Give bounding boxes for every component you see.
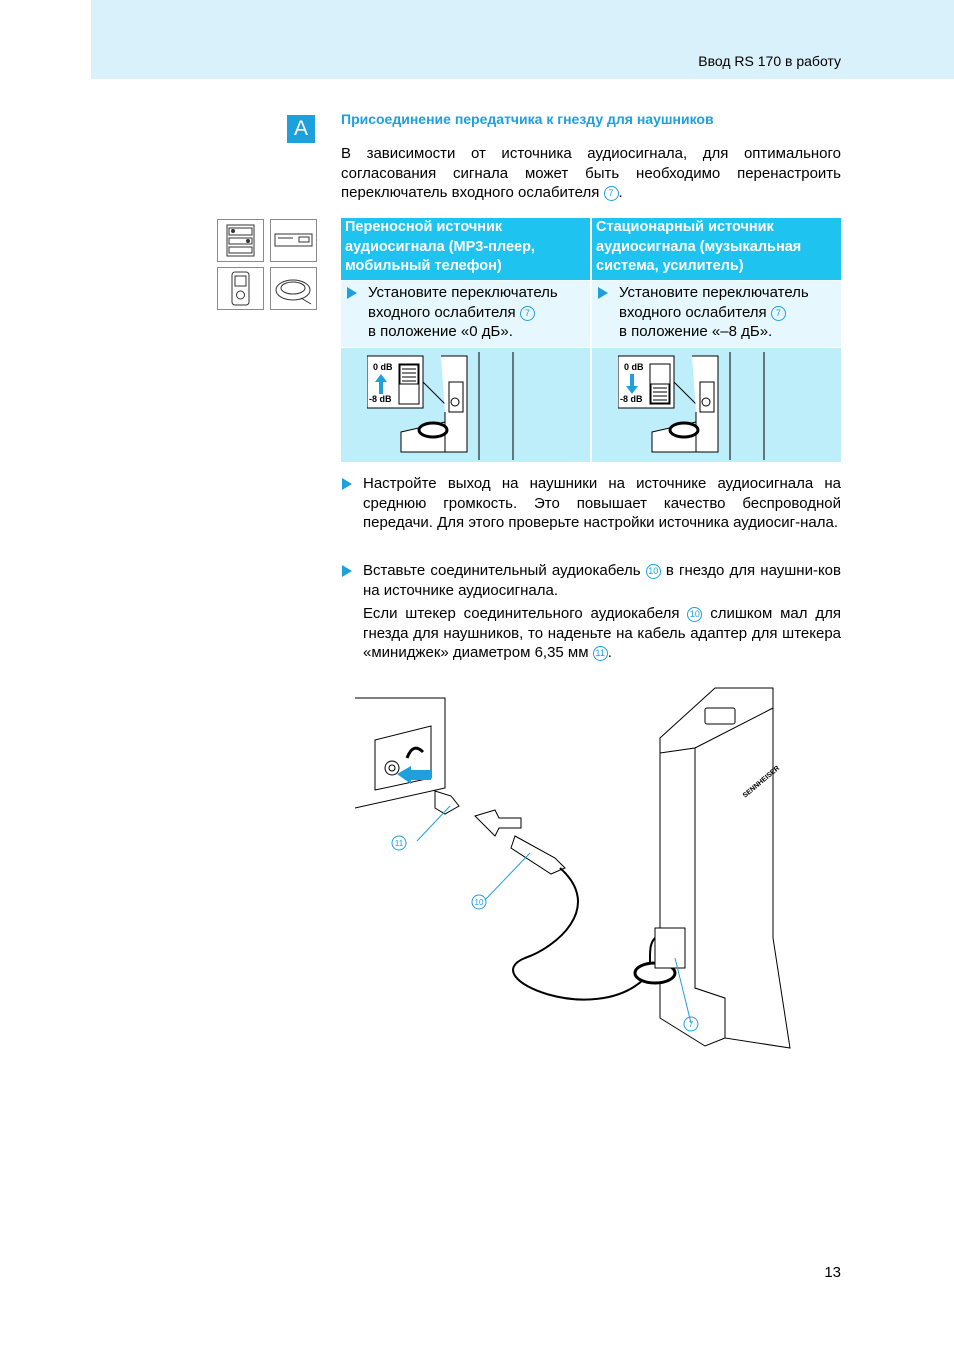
instruction-text: Настройте выход на наушники на источнике… bbox=[363, 475, 841, 531]
callout-11: 11 bbox=[395, 839, 404, 848]
intro-text: В зависимости от источника аудиосигнала,… bbox=[341, 145, 841, 201]
ref-10: 10 bbox=[645, 564, 661, 579]
switch-bottom-label: -8 dB bbox=[369, 394, 392, 404]
note-end: . bbox=[607, 644, 612, 661]
ref-10: 10 bbox=[687, 607, 703, 622]
bullet-arrow-icon bbox=[347, 287, 357, 299]
running-header: Ввод RS 170 в работу bbox=[698, 53, 841, 69]
switch-bottom-label: -8 dB bbox=[620, 394, 643, 404]
header-band bbox=[91, 0, 954, 79]
portable-source-heading: Переносной источник аудиосигнала (MP3-пл… bbox=[341, 218, 590, 280]
switch-top-label: 0 dB bbox=[373, 362, 393, 372]
bullet-arrow-icon bbox=[342, 478, 352, 490]
insert-arrow-icon bbox=[397, 766, 431, 784]
step-text: Установите переключатель входного ослаби… bbox=[619, 284, 809, 321]
stationary-source-heading: Стационарный источник аудиосигнала (музы… bbox=[592, 218, 841, 280]
connection-illustration: 11 10 SENNHEISER 7 bbox=[354, 678, 795, 1053]
callout-7: 7 bbox=[689, 1020, 694, 1029]
note-text: Если штекер соединительного аудиокабеля bbox=[363, 605, 688, 622]
cd-player-icon bbox=[270, 219, 317, 262]
instruction-volume: Настройте выход на наушники на источнике… bbox=[341, 474, 841, 533]
portable-source-step: Установите переключатель входного ослаби… bbox=[341, 281, 590, 347]
switch-minus8db-illustration: 0 dB -8 dB bbox=[592, 348, 841, 462]
ref-7: 7 bbox=[519, 305, 535, 321]
bullet-arrow-icon bbox=[598, 287, 608, 299]
ref-7: 7 bbox=[603, 186, 619, 201]
ref-7: 7 bbox=[770, 305, 786, 321]
switch-0db-illustration: 0 dB -8 dB bbox=[341, 348, 590, 462]
switch-top-label: 0 dB bbox=[624, 362, 644, 372]
note-text-mid: слишком мал для гнезда для наушников, то… bbox=[363, 605, 841, 661]
headphone-icon bbox=[405, 746, 425, 759]
intro-paragraph: В зависимости от источника аудиосигнала,… bbox=[341, 144, 841, 203]
bullet-arrow-icon bbox=[342, 565, 352, 577]
adapter-note: Если штекер соединительного аудиокабеля … bbox=[363, 604, 841, 663]
stationary-source-column: Стационарный источник аудиосигнала (музы… bbox=[592, 218, 841, 462]
step-position: в положение «0 дБ». bbox=[368, 323, 513, 340]
portable-source-column: Переносной источник аудиосигнала (MP3-пл… bbox=[341, 218, 590, 462]
page-number: 13 bbox=[824, 1264, 841, 1281]
instruction-text: Вставьте соединительный аудиокабель bbox=[363, 562, 646, 579]
step-text: Установите переключатель входного ослаби… bbox=[368, 284, 558, 321]
step-position: в положение «–8 дБ». bbox=[619, 323, 773, 340]
instruction-connect-cable: Вставьте соединительный аудиокабель 10 в… bbox=[341, 561, 841, 600]
arrow-down-icon bbox=[626, 374, 638, 394]
instruction-text-end: в гнездо для наушни-ков на источнике ауд… bbox=[363, 562, 841, 599]
section-marker: A bbox=[287, 115, 315, 143]
ref-11: 11 bbox=[592, 646, 608, 661]
portable-cd-player-icon bbox=[270, 267, 317, 310]
arrow-up-icon bbox=[375, 374, 387, 394]
stereo-system-icon bbox=[217, 219, 264, 262]
intro-end: . bbox=[618, 184, 623, 201]
mp3-player-icon bbox=[217, 267, 264, 310]
stationary-source-step: Установите переключатель входного ослаби… bbox=[592, 281, 841, 347]
source-icons bbox=[217, 219, 318, 310]
callout-10: 10 bbox=[475, 898, 484, 907]
section-heading: Присоединение передатчика к гнезду для н… bbox=[341, 111, 714, 127]
